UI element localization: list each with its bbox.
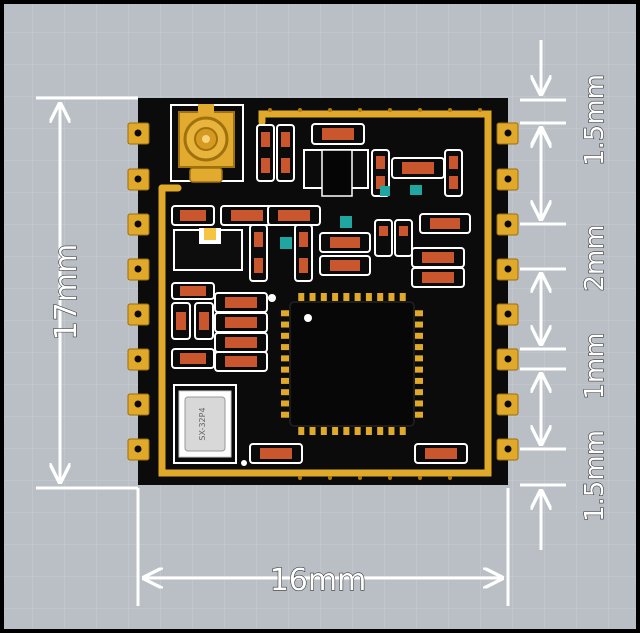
spacing-label-1: 1.5mm [580, 74, 610, 166]
chip-pad [320, 427, 327, 435]
chip-pad [415, 321, 423, 328]
chip-pad [415, 355, 423, 362]
chip-pad [415, 366, 423, 373]
main-rf-chip [289, 301, 415, 427]
left-pad-holes [134, 129, 142, 453]
chip-pad [281, 355, 289, 362]
voltage-regulator [173, 228, 243, 271]
chip-pad [399, 427, 406, 435]
chip-pad [415, 344, 423, 351]
chip-pad [415, 377, 423, 384]
chip-pad [281, 321, 289, 328]
dimension-lines [36, 40, 566, 606]
chip-pad [320, 293, 327, 301]
chip-pad [343, 293, 350, 301]
ground-traces [158, 110, 492, 477]
component-bodies [176, 128, 460, 459]
chip-pad [377, 293, 384, 301]
chip-pad [309, 293, 316, 301]
chip-pad [281, 332, 289, 339]
right-pad-holes [504, 129, 512, 453]
spacing-label-4: 1.5mm [580, 430, 610, 522]
chip-pad [281, 411, 289, 418]
chip-pad [281, 400, 289, 407]
chip-pad [298, 293, 305, 301]
chip-pad [365, 427, 372, 435]
pcb-board: SX-32P4 [127, 98, 519, 485]
width-label: 16mm [270, 563, 367, 598]
spacing-label-3: 1mm [580, 332, 610, 399]
via-dots [268, 108, 482, 480]
small-ic-top [303, 149, 369, 197]
chip-pad [415, 389, 423, 396]
chip-pad [415, 332, 423, 339]
chip-pad [388, 427, 395, 435]
chip-pad [354, 427, 361, 435]
chip-pad [298, 427, 305, 435]
chip-pad [281, 377, 289, 384]
chip-pad [365, 293, 372, 301]
marker-dots [241, 294, 276, 466]
chip-pad [354, 293, 361, 301]
chip-pad [415, 310, 423, 317]
chip-pad [388, 293, 395, 301]
chip-pad [332, 427, 339, 435]
chip-pad [332, 293, 339, 301]
ipex-antenna-connector [170, 104, 244, 183]
teal-capacitors [280, 185, 422, 249]
crystal-label: SX-32P4 [198, 407, 207, 440]
chip-pad [415, 411, 423, 418]
chip-pad [399, 293, 406, 301]
chip-pads [281, 293, 423, 435]
chip-pad [281, 344, 289, 351]
chip-pad [415, 400, 423, 407]
height-label: 17mm [49, 244, 84, 341]
chip-pad [377, 427, 384, 435]
chip-pad [343, 427, 350, 435]
chip-pad [309, 427, 316, 435]
dimension-labels: 17mm 16mm 1.5mm 2mm 1mm 1.5mm [48, 73, 610, 598]
spacing-label-2: 2mm [580, 224, 610, 291]
chip-pad [281, 366, 289, 373]
crystal-oscillator: SX-32P4 [173, 384, 237, 464]
chip-pad [281, 389, 289, 396]
chip-pad [281, 310, 289, 317]
